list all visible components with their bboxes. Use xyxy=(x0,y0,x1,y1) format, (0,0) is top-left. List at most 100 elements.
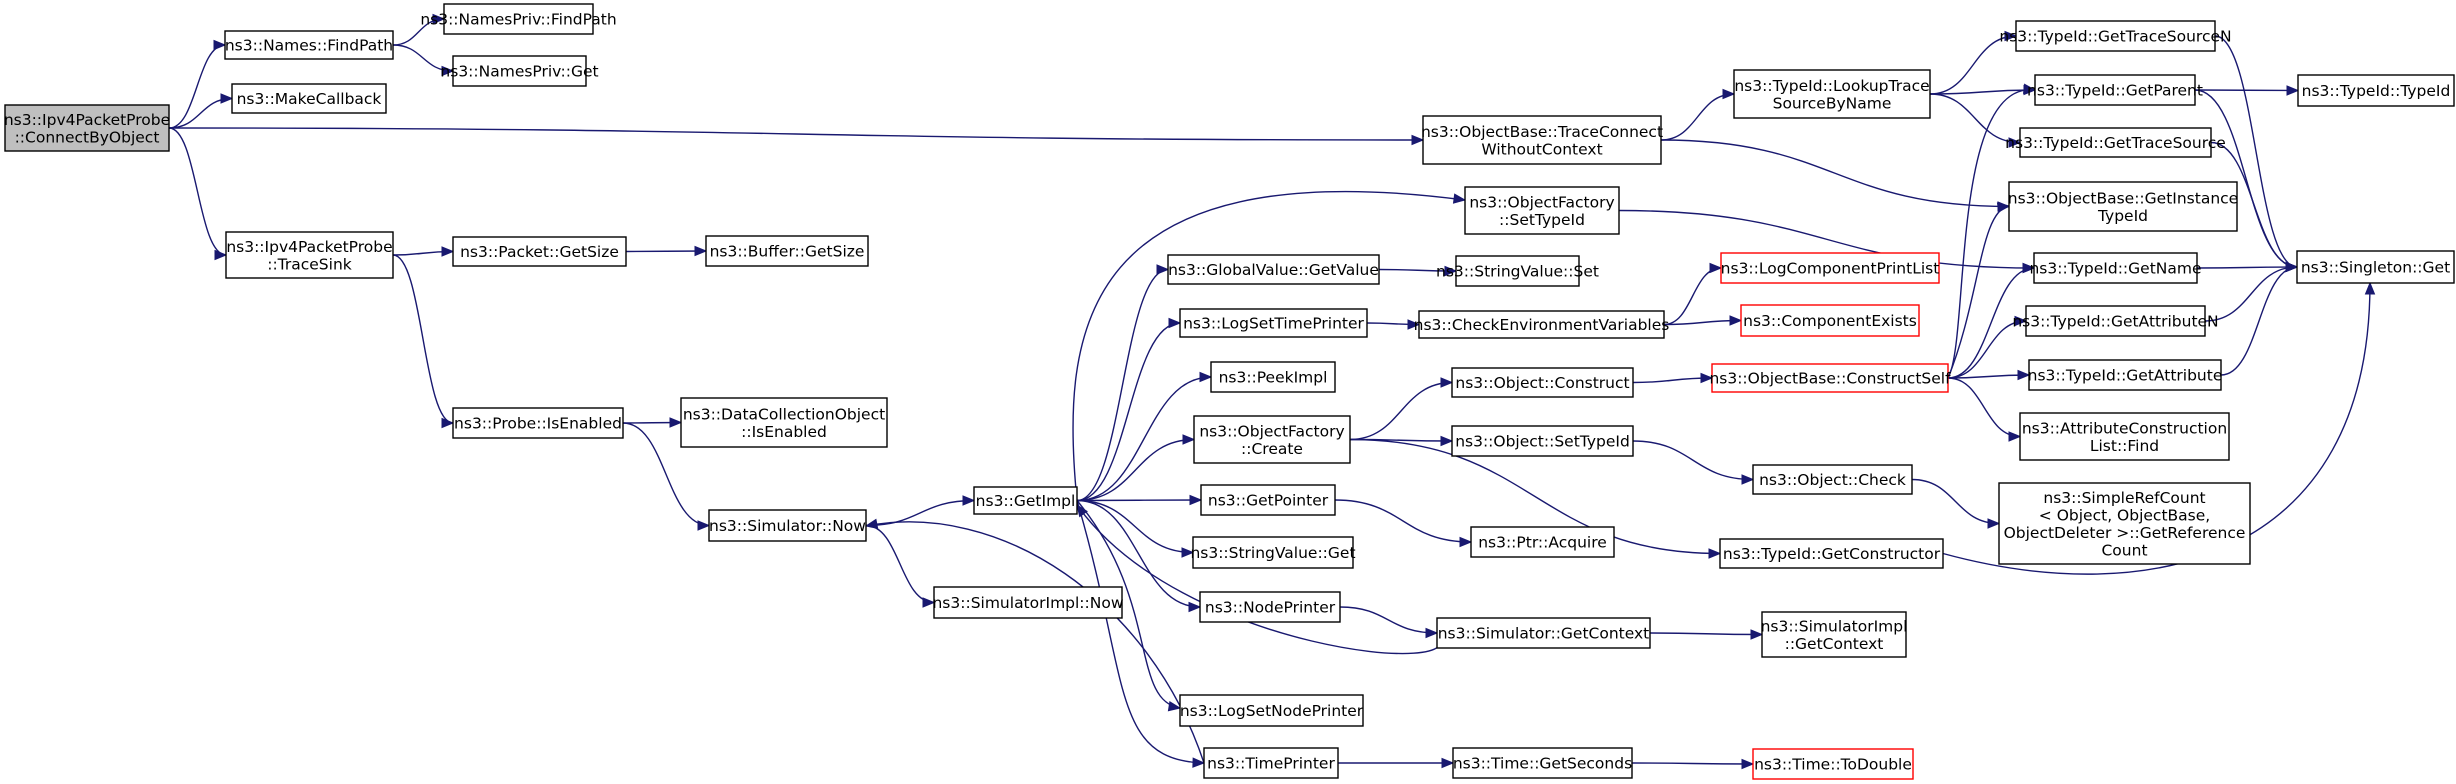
function-node-box[interactable] xyxy=(1203,747,1339,779)
function-node-box[interactable] xyxy=(1464,186,1620,235)
function-node-box[interactable] xyxy=(1200,484,1336,516)
function-node-box[interactable] xyxy=(1192,536,1354,569)
function-node-box[interactable] xyxy=(1998,482,2251,565)
function-node[interactable]: ns3::SimulatorImpl::Now xyxy=(932,586,1124,619)
function-node-box[interactable] xyxy=(2028,359,2222,391)
function-node[interactable]: ns3::Packet::GetSize xyxy=(452,236,627,267)
function-node[interactable]: ns3::TypeId::GetTraceSourceN xyxy=(1999,20,2232,52)
function-node-box[interactable] xyxy=(2034,74,2196,106)
function-node-box[interactable] xyxy=(1418,310,1665,339)
function-node[interactable]: ns3::ObjectBase::TraceConnectWithoutCont… xyxy=(1421,115,1663,165)
function-node-box[interactable] xyxy=(680,397,888,448)
function-node[interactable]: ns3::Time::ToDouble xyxy=(1752,748,1914,780)
function-node[interactable]: ns3::GetPointer xyxy=(1200,484,1336,516)
function-node-box[interactable] xyxy=(1752,464,1913,495)
function-node[interactable]: ns3::Object::Check xyxy=(1752,464,1913,495)
function-node-box[interactable] xyxy=(1210,361,1336,393)
function-node[interactable]: ns3::StringValue::Set xyxy=(1436,255,1599,287)
function-node-box[interactable] xyxy=(2297,74,2455,107)
function-node-box[interactable] xyxy=(452,236,627,267)
function-node-box[interactable] xyxy=(1451,425,1634,457)
function-node-box[interactable] xyxy=(1720,252,1940,284)
function-node[interactable]: ns3::Ipv4PacketProbe::TraceSink xyxy=(225,231,394,279)
function-node-box[interactable] xyxy=(2019,127,2212,158)
function-node[interactable]: ns3::TimePrinter xyxy=(1203,747,1339,779)
function-node[interactable]: ns3::DataCollectionObject::IsEnabled xyxy=(680,397,888,448)
function-node-box[interactable] xyxy=(443,3,594,35)
function-node-box[interactable] xyxy=(2015,20,2216,52)
function-node[interactable]: ns3::Time::GetSeconds xyxy=(1452,747,1633,779)
function-node-box[interactable] xyxy=(2019,412,2230,461)
function-node-box[interactable] xyxy=(708,509,867,542)
function-node-box[interactable] xyxy=(1199,591,1341,623)
function-node[interactable]: ns3::TypeId::GetParent xyxy=(2027,74,2203,106)
function-node[interactable]: ns3::TypeId::GetTraceSource xyxy=(2005,127,2226,158)
function-node-box[interactable] xyxy=(933,586,1123,619)
function-node-box[interactable] xyxy=(1719,538,1944,569)
function-node[interactable]: ns3::TypeId::GetName xyxy=(2029,252,2202,284)
function-node-box[interactable] xyxy=(225,231,394,279)
function-node[interactable]: ns3::SimpleRefCount< Object, ObjectBase,… xyxy=(1998,482,2251,565)
function-node-box[interactable] xyxy=(452,407,624,439)
function-node[interactable]: ns3::StringValue::Get xyxy=(1190,536,1356,569)
function-node-box[interactable] xyxy=(1422,115,1662,165)
function-node-box[interactable] xyxy=(1711,363,1949,393)
function-node[interactable]: ns3::LogSetTimePrinter xyxy=(1179,308,1368,338)
function-node[interactable]: ns3::SimulatorImpl::GetContext xyxy=(1761,611,1908,658)
function-node-box[interactable] xyxy=(973,486,1078,515)
function-node-box[interactable] xyxy=(4,104,170,152)
function-node-box[interactable] xyxy=(224,30,394,60)
function-node-box[interactable] xyxy=(1436,617,1651,649)
function-node[interactable]: ns3::ObjectFactory::SetTypeId xyxy=(1464,186,1620,235)
function-node[interactable]: ns3::Ptr::Acquire xyxy=(1470,526,1615,558)
function-node[interactable]: ns3::TypeId::GetConstructor xyxy=(1719,538,1944,569)
function-node-box[interactable] xyxy=(1452,747,1633,779)
function-node[interactable]: ns3::TypeId::GetAttributeN xyxy=(2012,305,2219,337)
function-node[interactable]: ns3::Buffer::GetSize xyxy=(705,235,869,267)
function-node[interactable]: ns3::Probe::IsEnabled xyxy=(452,407,624,439)
function-node[interactable]: ns3::PeekImpl xyxy=(1210,361,1336,393)
function-node-box[interactable] xyxy=(2025,305,2206,337)
function-node-box[interactable] xyxy=(231,83,387,114)
function-node-box[interactable] xyxy=(1167,254,1380,285)
function-node[interactable]: ns3::GlobalValue::GetValue xyxy=(1167,254,1380,285)
function-node[interactable]: ns3::ObjectFactory::Create xyxy=(1193,415,1351,464)
function-node-box[interactable] xyxy=(1761,611,1907,658)
function-node[interactable]: ns3::Object::Construct xyxy=(1451,367,1634,398)
function-node[interactable]: ns3::TypeId::GetAttribute xyxy=(2028,359,2223,391)
function-node[interactable]: ns3::Simulator::GetContext xyxy=(1436,617,1651,649)
function-node[interactable]: ns3::CheckEnvironmentVariables xyxy=(1414,310,1670,339)
function-node[interactable]: ns3::Names::FindPath xyxy=(224,30,394,60)
function-node-box[interactable] xyxy=(2033,252,2198,284)
function-node[interactable]: ns3::TypeId::TypeId xyxy=(2297,74,2455,107)
function-node[interactable]: ns3::Singleton::Get xyxy=(2296,250,2455,284)
function-node[interactable]: ns3::ObjectBase::ConstructSelf xyxy=(1709,363,1951,393)
function-node[interactable]: ns3::NamesPriv::Get xyxy=(440,55,599,87)
function-node[interactable]: ns3::Object::SetTypeId xyxy=(1451,425,1634,457)
function-node-box[interactable] xyxy=(452,55,587,87)
function-node-box[interactable] xyxy=(1470,526,1615,558)
function-node[interactable]: ns3::GetImpl xyxy=(973,486,1078,515)
function-node[interactable]: ns3::Simulator::Now xyxy=(708,509,867,542)
function-node-box[interactable] xyxy=(2008,181,2238,232)
function-node-box[interactable] xyxy=(1193,415,1351,464)
function-node-box[interactable] xyxy=(1752,748,1914,780)
function-node[interactable]: ns3::LogComponentPrintList xyxy=(1720,252,1940,284)
function-node[interactable]: ns3::NodePrinter xyxy=(1199,591,1341,623)
function-node[interactable]: ns3::ComponentExists xyxy=(1740,304,1920,337)
function-node[interactable]: ns3::NamesPriv::FindPath xyxy=(420,3,617,35)
function-node[interactable]: ns3::MakeCallback xyxy=(231,83,387,114)
function-node-box[interactable] xyxy=(1740,304,1920,337)
function-node-box[interactable] xyxy=(1179,694,1364,727)
function-node-box[interactable] xyxy=(1455,255,1580,287)
function-node-box[interactable] xyxy=(1451,367,1634,398)
function-node[interactable]: ns3::LogSetNodePrinter xyxy=(1179,694,1364,727)
function-node-box[interactable] xyxy=(2296,250,2455,284)
function-node-box[interactable] xyxy=(1179,308,1368,338)
function-node-box[interactable] xyxy=(705,235,869,267)
function-node-box[interactable] xyxy=(1733,69,1931,119)
function-node[interactable]: ns3::Ipv4PacketProbe::ConnectByObject xyxy=(4,104,170,152)
